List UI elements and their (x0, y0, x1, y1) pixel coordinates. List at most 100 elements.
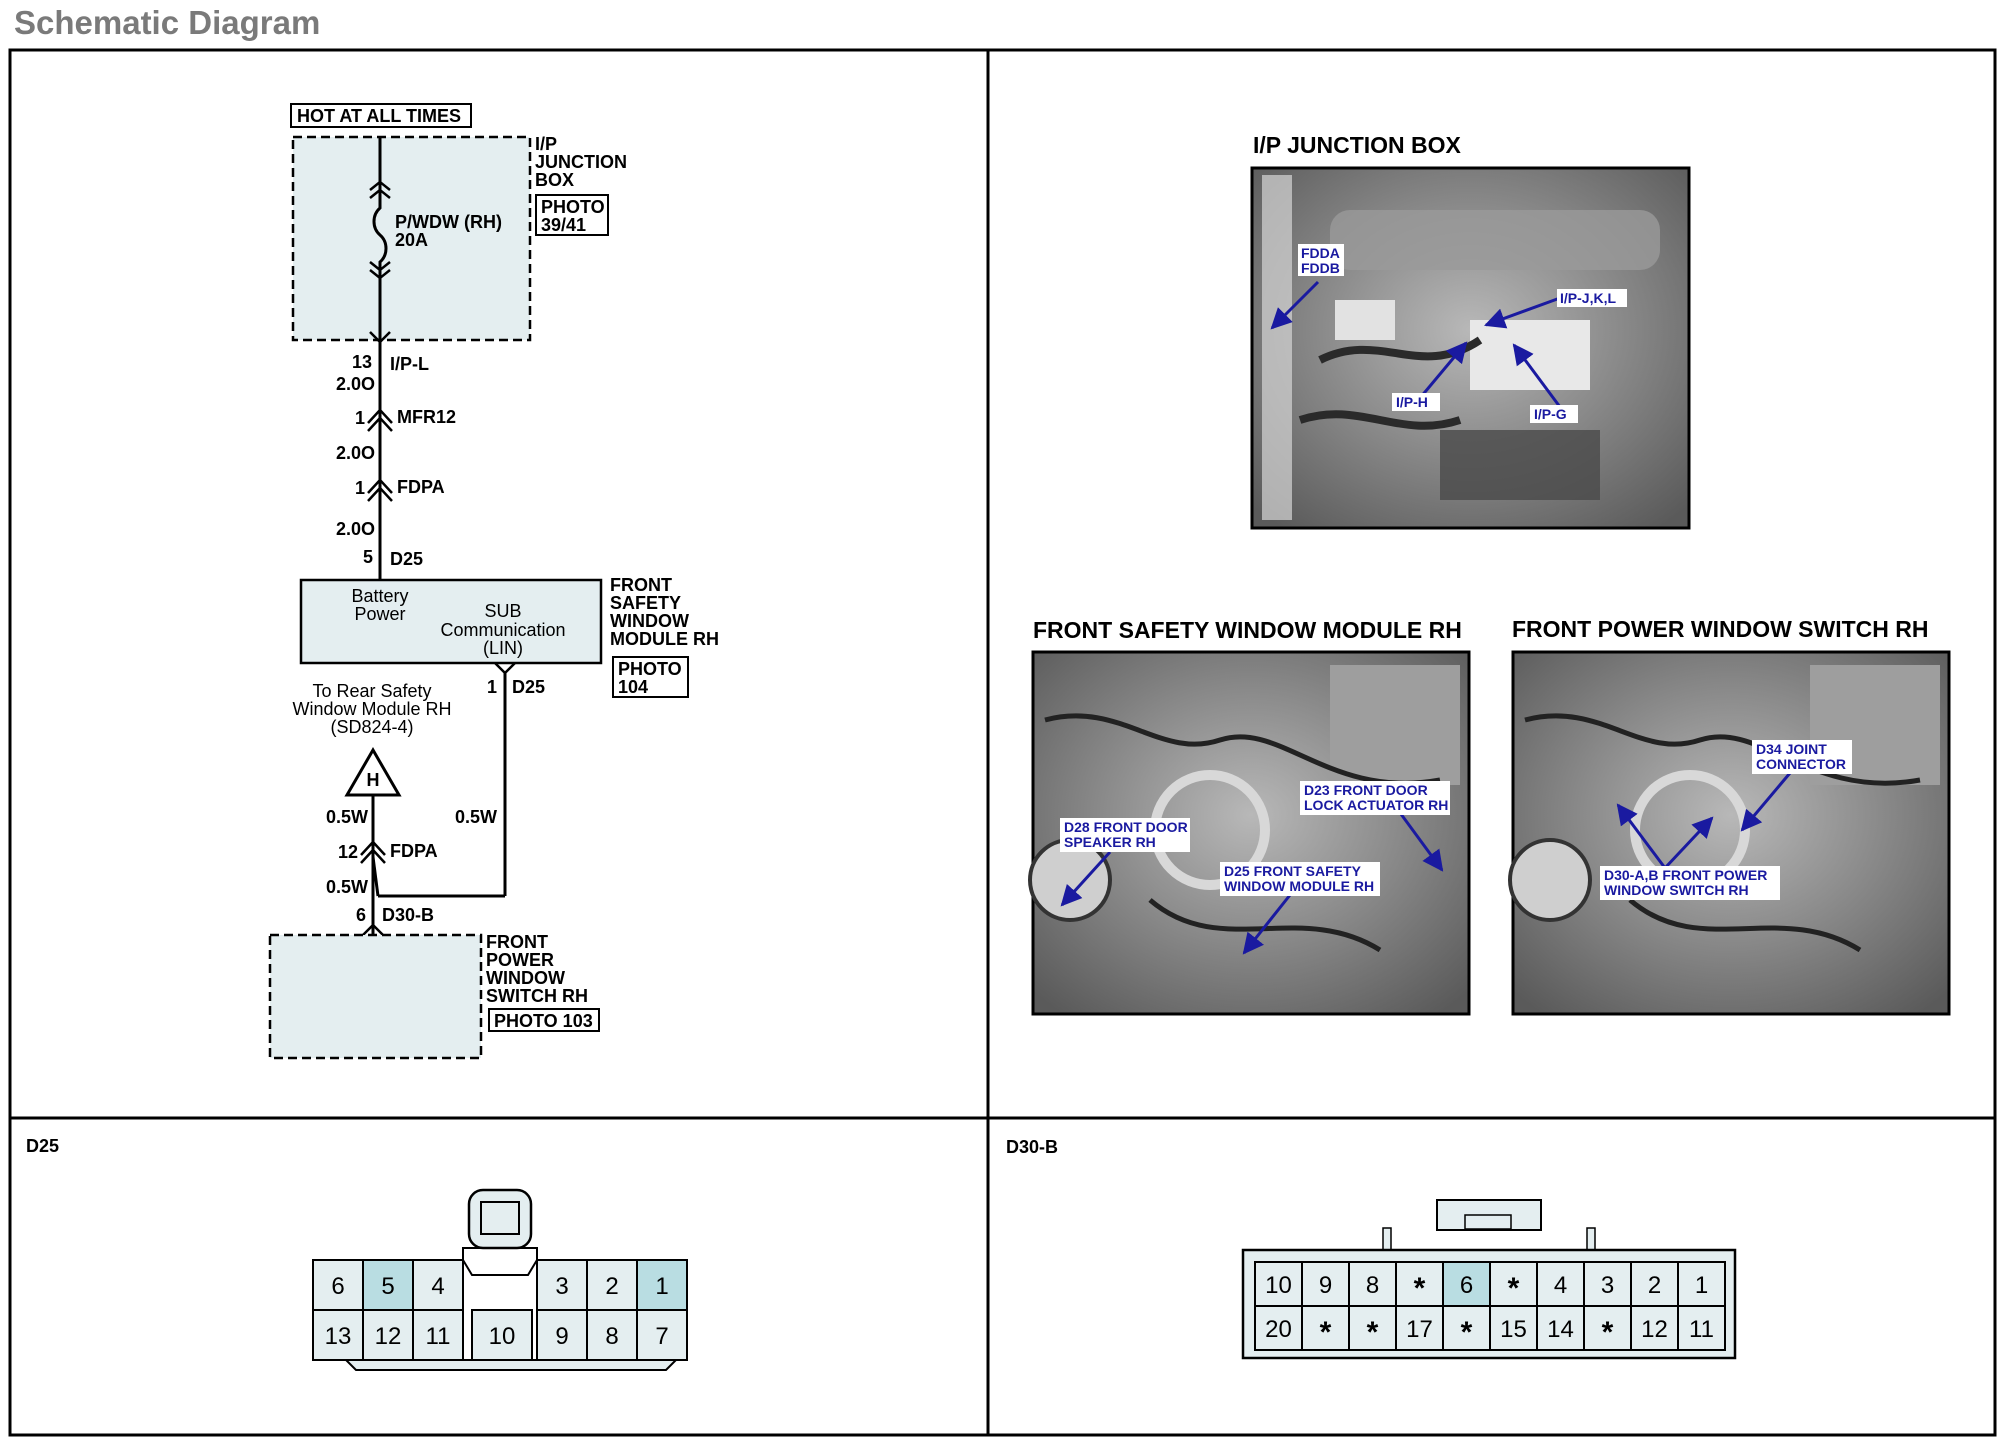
callout-d34-1: D34 JOINT (1756, 741, 1827, 757)
wire-color-3: 2.0O (336, 519, 375, 539)
d30b-bottom-pin-1: * (1320, 1316, 1332, 1349)
wire-color-left: 0.5W (326, 807, 368, 827)
safety-window-module (299, 578, 603, 665)
ipl-chevron (369, 331, 391, 344)
d30b-bottom-pin-1-cell (1301, 1305, 1350, 1351)
callout-ip-jkl: I/P-J,K,L (1560, 290, 1616, 306)
module-label-2: SAFETY (610, 593, 681, 613)
d25-pin-10-cell (471, 1309, 533, 1361)
d30b-bottom-pin-0: 20 (1265, 1316, 1292, 1343)
conn-mfr12-name: MFR12 (397, 407, 456, 427)
d30b-top-pin-7: 3 (1601, 1272, 1614, 1299)
d30b-top-pin-3: * (1414, 1272, 1426, 1305)
rear-ref-1: To Rear Safety (312, 681, 431, 701)
module-label-4: MODULE RH (610, 629, 719, 649)
d30b-top-pin-9: 1 (1695, 1272, 1708, 1299)
switch-label-3: WINDOW (486, 968, 565, 988)
d25-pin-6: 6 (331, 1273, 344, 1300)
module-photo-title: FRONT SAFETY WINDOW MODULE RH (1033, 617, 1462, 643)
sub-label-1: SUB (484, 601, 521, 621)
fuse-chevron-top (369, 180, 391, 199)
callout-d34-2: CONNECTOR (1756, 756, 1846, 772)
d25-pin-10: 10 (489, 1323, 516, 1350)
conn-fdpa2-pin: 12 (338, 842, 358, 862)
wire-color-1: 2.0O (336, 374, 375, 394)
d30b-top-pin-4-cell (1442, 1261, 1491, 1307)
d25-pin-3: 3 (555, 1273, 568, 1300)
junction-photo (1250, 166, 1691, 530)
d30b-top-pin-2: 8 (1366, 1272, 1379, 1299)
d30b-bottom-pin-4: * (1461, 1316, 1473, 1349)
d25-pin-2-cell (586, 1259, 638, 1311)
d30b-bottom-pin-9-cell (1677, 1305, 1726, 1351)
conn-d30b-pin: 6 (356, 905, 366, 925)
battery-power-label-1: Battery (351, 586, 408, 606)
junction-box (291, 135, 532, 342)
d30b-top-pin-8: 2 (1648, 1272, 1661, 1299)
conn-d25-top-pin: 5 (363, 547, 373, 567)
sheet-frame (8, 48, 1997, 1437)
fuse-chevron-bottom (369, 261, 391, 280)
callout-d25-1: D25 FRONT SAFETY (1224, 863, 1362, 879)
d25-pin-2: 2 (605, 1273, 618, 1300)
d25-title: D25 (26, 1136, 59, 1156)
d25-pin-7: 7 (655, 1323, 668, 1350)
callout-ip-h: I/P-H (1396, 394, 1428, 410)
conn-fdpa1-pin: 1 (355, 478, 365, 498)
fuse-label-2: 20A (395, 230, 428, 250)
d25-lin-chevron (494, 662, 516, 675)
conn-ipl-pin: 13 (352, 352, 372, 372)
rear-ref-3: (SD824-4) (330, 717, 413, 737)
callout-ip-g: I/P-G (1534, 406, 1567, 422)
d25-latch (462, 1247, 538, 1276)
d25-pin-6-cell (312, 1259, 364, 1311)
junction-box-label-2: JUNCTION (535, 152, 627, 172)
switch-photo (1508, 650, 1951, 1016)
d25-pin-9: 9 (555, 1323, 568, 1350)
junction-box-label-3: BOX (535, 170, 574, 190)
d25-pin-1: 1 (655, 1273, 668, 1300)
sub-label-2: Communication (440, 620, 565, 640)
module-photo-ref-2: 104 (618, 677, 648, 697)
power-window-switch (268, 933, 483, 1060)
conn-d25-top-name: D25 (390, 549, 423, 569)
conn-ipl-name: I/P-L (390, 354, 429, 374)
offpage-letter: H (367, 770, 380, 790)
fdpa1-chevron (367, 478, 393, 502)
d25-pin-11-cell (412, 1309, 464, 1361)
switch-photo-ref: PHOTO 103 (494, 1011, 593, 1031)
wire-color-2: 2.0O (336, 443, 375, 463)
module-label-1: FRONT (610, 575, 672, 595)
module-photo-ref-1: PHOTO (618, 659, 682, 679)
conn-d30b-name: D30-B (382, 905, 434, 925)
callout-d25-2: WINDOW MODULE RH (1224, 878, 1374, 894)
d30b-title: D30-B (1006, 1137, 1058, 1157)
d25-pin-5-cell (362, 1259, 414, 1311)
d30b-top-pin-4: 6 (1460, 1272, 1473, 1299)
d25-pin-13-cell (312, 1309, 364, 1361)
switch-label-4: SWITCH RH (486, 986, 588, 1006)
callout-d28-1: D28 FRONT DOOR (1064, 819, 1188, 835)
conn-mfr12-pin: 1 (355, 408, 365, 428)
wire-color-bottom: 0.5W (326, 877, 368, 897)
d30b-top-pin-9-cell (1677, 1261, 1726, 1307)
hot-label: HOT AT ALL TIMES (297, 106, 461, 126)
d30b-bottom-pin-3: 17 (1406, 1316, 1433, 1343)
callout-fdda: FDDA (1301, 245, 1340, 261)
junction-photo-ref-2: 39/41 (541, 215, 586, 235)
d25-pin-4: 4 (431, 1273, 444, 1300)
battery-power-label-2: Power (354, 604, 405, 624)
rear-ref-2: Window Module RH (292, 699, 451, 719)
module-photo (1028, 650, 1471, 1016)
d25-pin-4-cell (412, 1259, 464, 1311)
d30b-top-pin-8-cell (1630, 1261, 1679, 1307)
fuse-label-1: P/WDW (RH) (395, 212, 502, 232)
mfr12-chevron (367, 408, 393, 432)
wiring-schematic: HOT AT ALL TIMES I/P JUNCTION BOX PHOTO … (268, 103, 719, 1060)
d30b-bottom-pin-4-cell (1442, 1305, 1491, 1351)
d30b-bottom-pin-2: * (1367, 1316, 1379, 1349)
d25-pin-12-cell (362, 1309, 414, 1361)
